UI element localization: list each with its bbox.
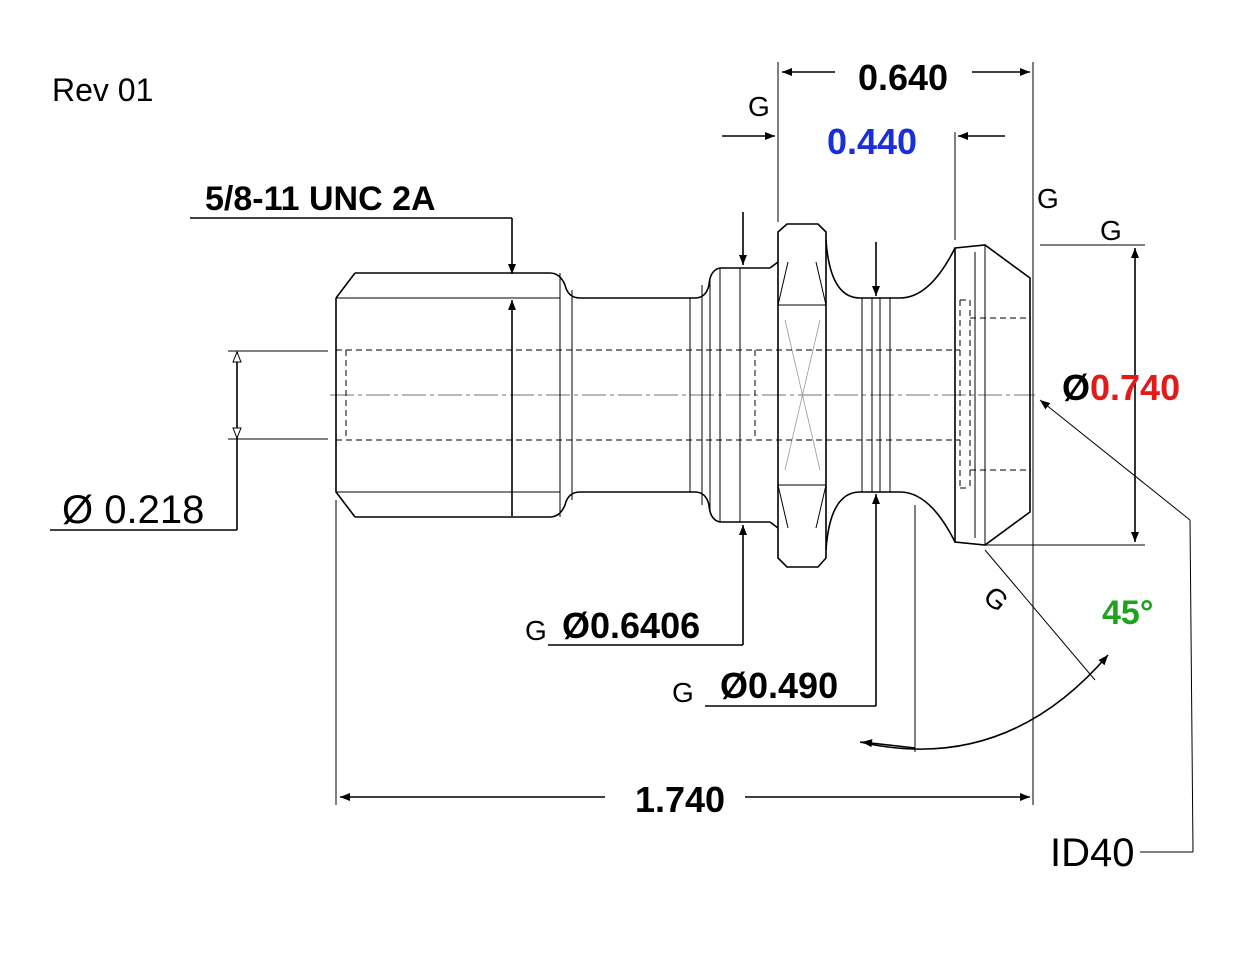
pilot-section xyxy=(709,261,779,529)
dim-overall-length xyxy=(335,62,1034,805)
head-dia-value: 0.740 xyxy=(1090,367,1180,408)
revision-label: Rev 01 xyxy=(52,72,153,108)
dim-bore xyxy=(50,350,328,531)
dim-flange-to-end xyxy=(777,62,1030,222)
dim-neck xyxy=(705,242,880,707)
dim-head xyxy=(985,244,1145,546)
neck-to-end-label: 0.440 xyxy=(827,121,917,162)
neck-section xyxy=(825,239,956,551)
grind-mark-3: G xyxy=(1100,215,1122,246)
thread-spec-label: 5/8-11 UNC 2A xyxy=(205,180,436,218)
chamfer-angle-label: 45° xyxy=(1102,594,1153,632)
part-id-label: ID40 xyxy=(1050,831,1135,875)
neck-dia-label: Ø0.490 xyxy=(720,665,838,706)
overall-length-label: 1.740 xyxy=(635,779,725,820)
head-section xyxy=(954,244,1031,546)
grind-mark-6: G xyxy=(978,580,1015,618)
grind-mark-1: G xyxy=(748,91,770,122)
part-outline xyxy=(330,223,1035,568)
flange-to-end-label: 0.640 xyxy=(858,57,948,98)
grind-mark-4: G xyxy=(525,615,547,646)
grind-mark-5: G xyxy=(672,677,694,708)
dim-neck-to-end xyxy=(722,132,1005,240)
grind-mark-2: G xyxy=(1037,183,1059,214)
dim-chamfer-angle xyxy=(859,505,1109,752)
dim-thread xyxy=(190,217,516,516)
hex-flange xyxy=(777,223,827,568)
thread-section xyxy=(335,272,581,518)
dim-pilot xyxy=(548,212,747,646)
internal-bore xyxy=(336,299,1028,489)
shank-section xyxy=(580,267,721,523)
head-dia-prefix: Ø xyxy=(1062,367,1090,408)
part-id-leader xyxy=(1039,399,1194,853)
pilot-dia-label: Ø0.6406 xyxy=(562,605,700,646)
bore-dia-label: Ø 0.218 xyxy=(62,488,204,532)
head-dia-label: Ø0.740 xyxy=(1062,367,1180,408)
